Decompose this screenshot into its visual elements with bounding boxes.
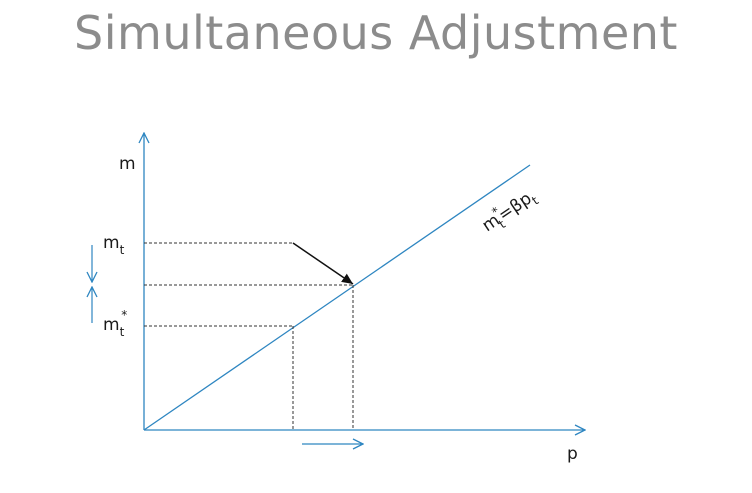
x-axis-label: p [567,444,578,464]
adjustment-arrow [292,242,354,285]
y-axis-label: m [119,154,136,174]
equilibrium-equation-label: m*t=βpt [476,183,542,240]
m-t-label: mt [103,233,125,257]
equilibrium-line [143,164,531,431]
m-star-label: mt* [103,308,127,339]
slide-title: Simultaneous Adjustment [74,6,678,60]
